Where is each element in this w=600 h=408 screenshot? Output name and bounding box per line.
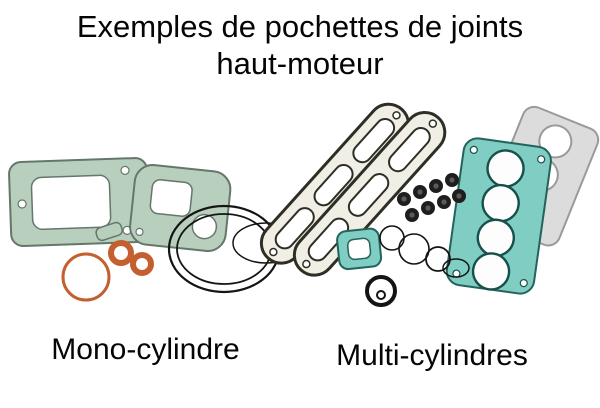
multi-o-ring-4 <box>442 258 470 278</box>
mono-cylinder-gasket-set <box>8 157 300 302</box>
title-line-1: Exemples de pochettes de joints <box>76 9 524 44</box>
valve-stem-seals <box>397 173 466 222</box>
multi-cylinder-gasket-set <box>259 102 600 307</box>
label-mono-cylindre: Mono-cylindre <box>51 333 240 366</box>
multi-teal-head-gasket <box>445 137 552 295</box>
multi-cover-gasket-2 <box>292 111 447 277</box>
page-title: Exemples de pochettes de joints haut-mot… <box>0 8 600 82</box>
multi-o-ring-2 <box>398 233 430 265</box>
orange-washer-2 <box>130 252 154 276</box>
multi-thick-seal-ring <box>365 275 397 307</box>
mono-cover-gasket <box>129 163 232 253</box>
mono-base-gasket <box>8 157 151 248</box>
mono-small-gasket-strip <box>95 221 123 242</box>
title-line-2: haut-moteur <box>216 46 384 81</box>
orange-washer-1 <box>108 240 134 266</box>
multi-o-ring-1 <box>379 225 405 251</box>
multi-cover-gasket-1 <box>259 102 410 265</box>
multi-o-ring-3 <box>425 246 451 272</box>
multi-small-teal-gasket <box>336 227 383 271</box>
label-multi-cylindres: Multi-cylindres <box>336 339 528 372</box>
orange-o-ring-large <box>61 252 111 302</box>
